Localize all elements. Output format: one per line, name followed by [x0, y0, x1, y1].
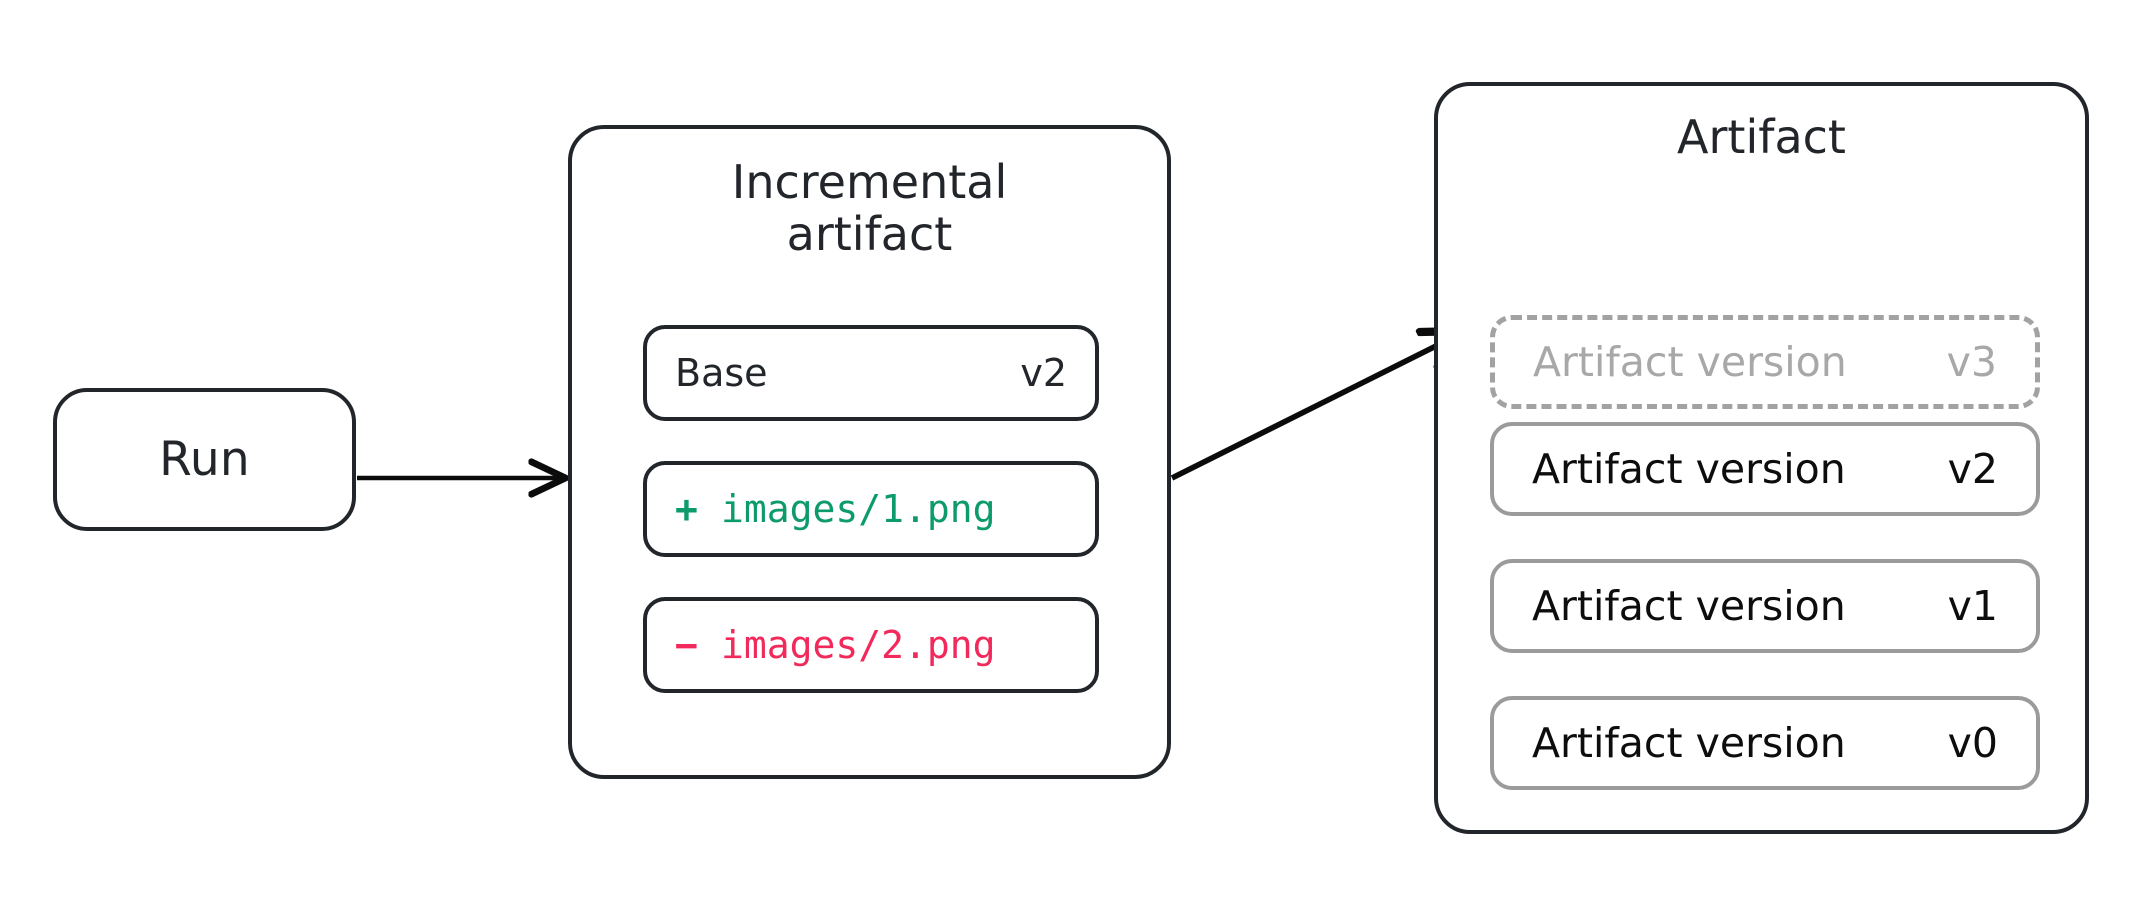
run-node[interactable]: Run: [53, 388, 356, 531]
run-label: Run: [159, 432, 250, 487]
artifact-version-value-v1: v1: [1947, 582, 1998, 630]
incremental-row-added[interactable]: + images/1.png: [643, 461, 1099, 557]
incremental-artifact-title-line2: artifact: [786, 206, 953, 261]
artifact-version-label-v3: Artifact version: [1533, 338, 1847, 386]
incremental-row-removed[interactable]: − images/2.png: [643, 597, 1099, 693]
incremental-artifact-title-line1: Incremental: [731, 155, 1008, 209]
artifact-version-row-v0[interactable]: Artifact version v0: [1490, 696, 2040, 790]
incremental-row-base-label: Base: [675, 351, 768, 395]
artifact-version-row-v1[interactable]: Artifact version v1: [1490, 559, 2040, 653]
artifact-version-row-v2[interactable]: Artifact version v2: [1490, 422, 2040, 516]
artifact-version-label-v0: Artifact version: [1532, 719, 1846, 767]
incremental-row-base[interactable]: Base v2: [643, 325, 1099, 421]
artifact-version-value-v3: v3: [1946, 338, 1997, 386]
incremental-artifact-node[interactable]: Incremental artifact Base v2 + images/1.…: [568, 125, 1171, 779]
plus-icon: +: [675, 487, 698, 531]
incremental-row-added-path: images/1.png: [721, 487, 996, 531]
minus-icon: −: [675, 623, 698, 667]
incremental-row-removed-path: images/2.png: [721, 623, 996, 667]
artifact-node[interactable]: Artifact Artifact version v3 Artifact ve…: [1434, 82, 2089, 834]
artifact-version-row-v3[interactable]: Artifact version v3: [1490, 315, 2040, 409]
artifact-title: Artifact: [1677, 110, 1846, 164]
incremental-row-base-version: v2: [1020, 351, 1067, 395]
artifact-version-label-v1: Artifact version: [1532, 582, 1846, 630]
arrow-incremental-to-artifact: [1170, 333, 1462, 481]
artifact-version-value-v0: v0: [1947, 719, 1998, 767]
artifact-version-value-v2: v2: [1947, 445, 1998, 493]
artifact-version-label-v2: Artifact version: [1532, 445, 1846, 493]
incremental-artifact-title: Incremental artifact: [572, 155, 1167, 261]
